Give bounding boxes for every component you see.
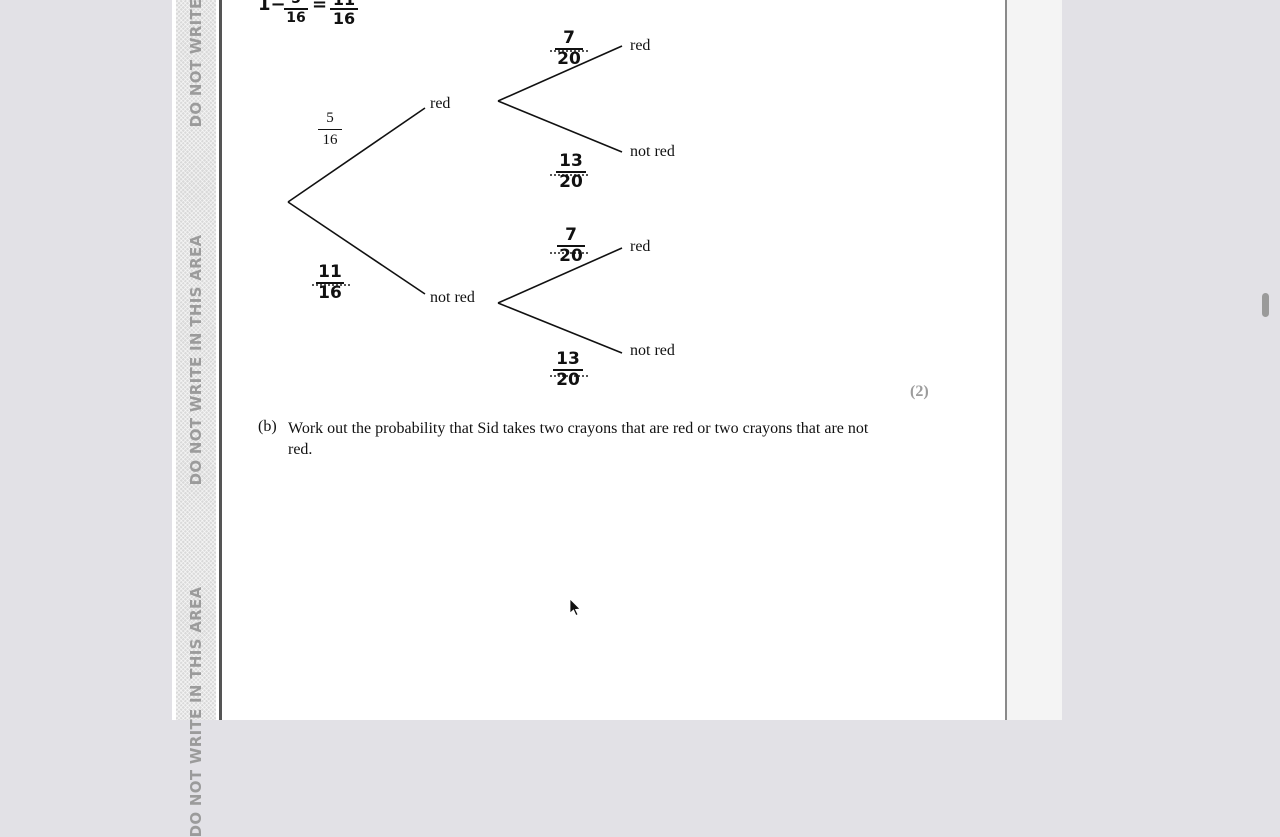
fraction-bar (556, 171, 586, 173)
branch-not-red-red (497, 247, 623, 304)
probability-red-not-red: 13 20 (556, 153, 586, 191)
fraction-denominator: 20 (559, 172, 583, 192)
margin-warning-strip (176, 0, 216, 720)
fraction-denominator: 20 (557, 49, 581, 69)
node-label-red: red (630, 37, 651, 54)
fraction-bar (330, 8, 358, 10)
probability-red-red: 7 20 (555, 30, 583, 68)
answer-dotted-line (312, 284, 350, 286)
node-label-not-red: not red (630, 143, 675, 160)
fraction-numerator: 7 (563, 28, 575, 48)
branch-first-not-red (287, 201, 426, 295)
margin-border-line (219, 0, 222, 720)
page-right-rail (1005, 0, 1062, 720)
branch-not-red-not-red (497, 302, 623, 354)
fraction-bar (318, 129, 342, 130)
working-fraction-11-16: 11 16 (330, 0, 358, 28)
tree-diagram (287, 45, 623, 354)
question-part-label: (b) (258, 418, 277, 435)
fraction-denominator: 16 (318, 283, 342, 303)
working-denominator: 16 (332, 9, 356, 28)
probability-not-red-not-red: 13 20 (553, 351, 583, 389)
fraction-numerator: 11 (318, 262, 342, 282)
scrollbar-thumb[interactable] (1262, 293, 1269, 317)
node-label-red: red (430, 95, 451, 112)
fraction-denominator: 16 (322, 132, 338, 148)
handwritten-working: 1− (258, 0, 286, 15)
fraction-denominator: 20 (556, 370, 580, 390)
fraction-numerator: 13 (559, 151, 583, 171)
fraction-numerator: 13 (556, 349, 580, 369)
working-one: 1 (258, 0, 271, 15)
working-numerator: 11 (330, 0, 358, 8)
fraction-bar (284, 8, 308, 10)
question-text: Work out the probability that Sid takes … (288, 420, 869, 458)
working-minus: − (270, 0, 286, 15)
probability-first-not-red: 11 16 (316, 264, 344, 302)
node-label-not-red: not red (630, 342, 675, 359)
fraction-bar (316, 282, 344, 284)
probability-not-red-red: 7 20 (557, 227, 585, 265)
working-numerator: 5 (284, 0, 308, 7)
fraction-bar (557, 245, 585, 247)
fraction-bar (553, 369, 583, 371)
answer-dotted-line (550, 375, 588, 377)
answer-dotted-line (550, 174, 588, 176)
branch-first-red (287, 107, 426, 203)
probability-first-red: 5 16 (318, 109, 342, 150)
working-denominator: 16 (286, 10, 306, 26)
answer-dotted-line (550, 50, 588, 52)
marks-allocation: (2) (910, 383, 929, 400)
branch-red-red (497, 45, 623, 102)
answer-dotted-line (550, 252, 588, 254)
fraction-numerator: 5 (326, 110, 334, 126)
fraction-bar (555, 48, 583, 50)
working-equals: = (312, 0, 328, 15)
fraction-denominator: 20 (559, 246, 583, 266)
working-fraction-5-16: 5 16 (284, 0, 308, 26)
exam-page (172, 0, 1008, 720)
branch-red-not-red (497, 100, 623, 153)
node-label-not-red: not red (430, 289, 475, 306)
node-label-red: red (630, 238, 651, 255)
fraction-numerator: 7 (565, 225, 577, 245)
